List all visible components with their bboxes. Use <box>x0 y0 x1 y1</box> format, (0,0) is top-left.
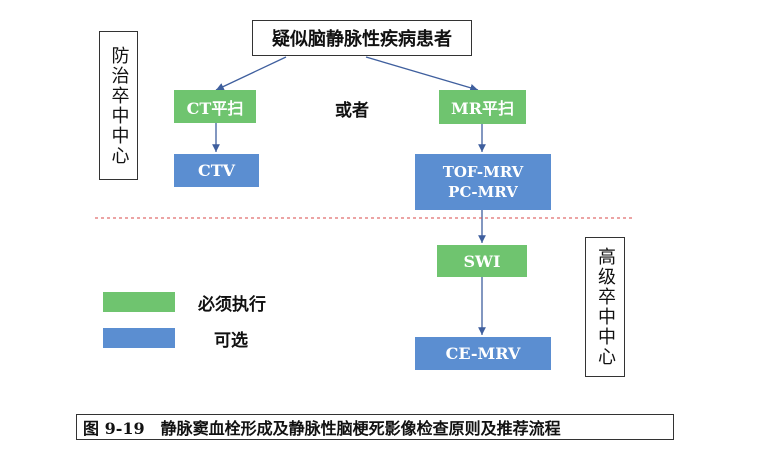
left-tier-label-box: 防治卒中中心 <box>99 31 138 180</box>
legend-swatch-required <box>103 292 175 312</box>
ce-mrv-node: CE-MRV <box>415 337 551 370</box>
legend-optional-text: 可选 <box>214 331 248 351</box>
legend-swatch-optional <box>103 328 175 348</box>
legend-label-optional: 可选 <box>214 326 248 351</box>
ctv-label: CTV <box>197 161 236 180</box>
right-tier-label: 高级卒中中心 <box>595 247 616 367</box>
mr-scan-label: MR平扫 <box>450 99 514 118</box>
figure-caption-box: 图 9-19 静脉窦血栓形成及静脉性脑梗死影像检查原则及推荐流程 <box>76 414 674 440</box>
ct-scan-node: CT平扫 <box>174 90 256 123</box>
arrow-root-to-ct <box>215 56 287 91</box>
left-tier-label: 防治卒中中心 <box>108 45 130 166</box>
swi-node: SWI <box>437 245 527 277</box>
or-connector-text: 或者 <box>327 96 377 121</box>
figure-caption: 图 9-19 静脉窦血栓形成及静脉性脑梗死影像检查原则及推荐流程 <box>83 419 561 438</box>
swi-label: SWI <box>463 251 501 271</box>
legend-label-required: 必须执行 <box>198 290 266 315</box>
mrv-label: TOF-MRV PC-MRV <box>442 163 524 201</box>
root-node-label: 疑似脑静脉性疾病患者 <box>272 29 452 50</box>
right-tier-label-box: 高级卒中中心 <box>585 237 625 377</box>
ctv-node: CTV <box>174 154 259 187</box>
mr-scan-node: MR平扫 <box>439 90 526 124</box>
arrow-root-to-mr <box>365 56 479 92</box>
ct-scan-label: CT平扫 <box>186 98 244 118</box>
mrv-node: TOF-MRV PC-MRV <box>415 154 551 210</box>
root-node: 疑似脑静脉性疾病患者 <box>252 20 472 56</box>
ce-mrv-label: CE-MRV <box>445 344 521 363</box>
legend-required-text: 必须执行 <box>198 295 266 315</box>
or-connector-label: 或者 <box>335 101 369 121</box>
